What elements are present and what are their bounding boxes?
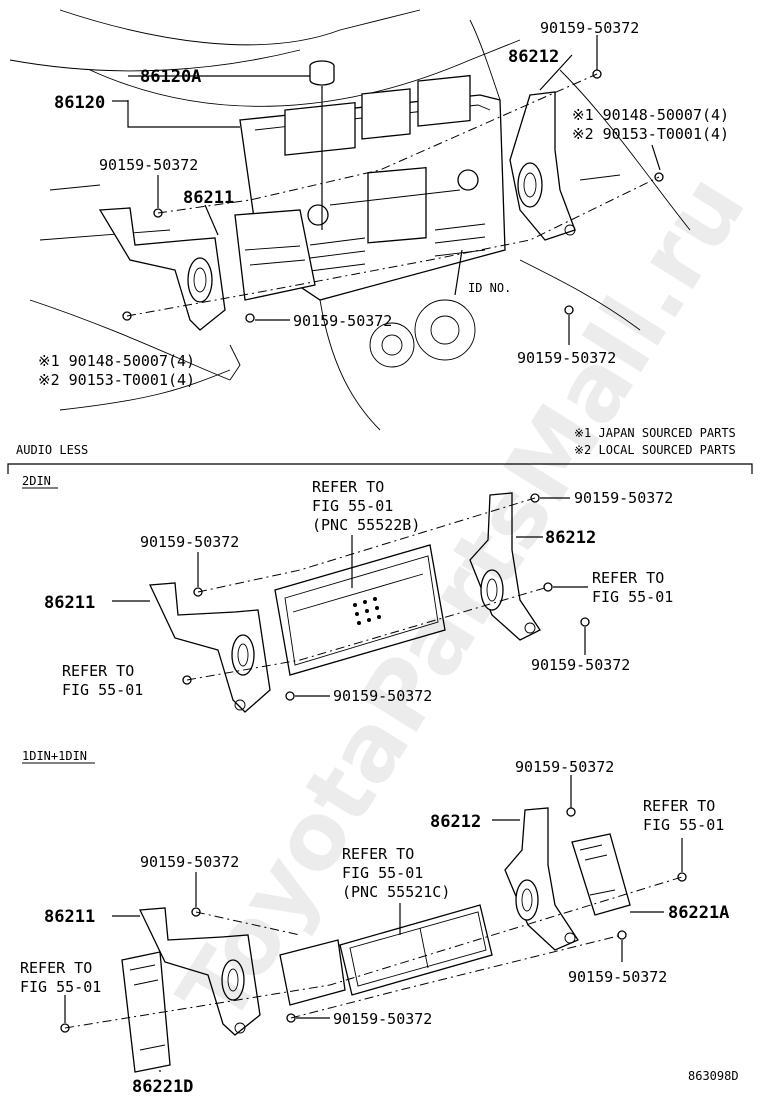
audio-panel-86120 — [239, 74, 506, 301]
label-refer-left-1-1din: REFER TO — [20, 959, 92, 977]
panel-dots — [353, 597, 381, 625]
label-screw-top-left-2din: 90159-50372 — [140, 533, 239, 551]
bracket-86211-2din — [149, 582, 271, 713]
label-note-right-1: ※1 90148-50007(4) — [572, 106, 729, 124]
unit-left-box — [234, 209, 316, 301]
label-bracket-86211-2din: 86211 — [44, 593, 95, 613]
dashboard-background — [9, 9, 691, 431]
label-screw-top-1din: 90159-50372 — [515, 758, 614, 776]
label-refer-center-2-1din: FIG 55-01 — [342, 864, 423, 882]
label-refer-right-2-1din: FIG 55-01 — [643, 816, 724, 834]
audio-less-frame — [7, 463, 753, 474]
section-title-2din: 2DIN — [22, 474, 51, 488]
labels-top: 86120 86120A 90159-50372 86211 90159-503… — [38, 19, 729, 389]
label-screw-right-2din: 90159-50372 — [531, 656, 630, 674]
labels-1din: 90159-50372 86212 REFER TO FIG 55-01 REF… — [20, 758, 729, 1097]
label-screw-top-left: 90159-50372 — [99, 156, 198, 174]
label-refer-right-2: FIG 55-01 — [592, 588, 673, 606]
section-title-1din: 1DIN+1DIN — [22, 749, 87, 763]
label-bracket-86212: 86212 — [508, 47, 559, 67]
panel-55522b — [274, 544, 446, 676]
label-screw-top-right: 90159-50372 — [540, 19, 639, 37]
part-86221d — [121, 951, 171, 1073]
leader-lines-top — [112, 35, 661, 381]
label-refer-center-3-1din: (PNC 55521C) — [342, 883, 450, 901]
label-screw-bottom-center: 90159-50372 — [293, 312, 392, 330]
label-part-86221d: 86221D — [132, 1077, 193, 1097]
label-refer-center-2: FIG 55-01 — [312, 497, 393, 515]
label-refer-right-1: REFER TO — [592, 569, 664, 587]
labels-2din: REFER TO FIG 55-01 (PNC 55522B) 90159-50… — [44, 478, 673, 705]
bracket-86211-top — [98, 207, 226, 331]
label-refer-center-1-1din: REFER TO — [342, 845, 414, 863]
bracket-86212-2din — [469, 492, 541, 641]
legend: ※1 JAPAN SOURCED PARTS ※2 LOCAL SOURCED … — [574, 426, 736, 457]
legend-note-2: ※2 LOCAL SOURCED PARTS — [574, 443, 736, 457]
knob-86120a — [309, 60, 335, 86]
leader-lines-2din — [112, 497, 588, 697]
screws-2din — [182, 493, 590, 701]
label-86120a: 86120A — [140, 67, 201, 87]
diagram-code: 863098D — [688, 1069, 739, 1083]
label-bracket-86212-2din: 86212 — [545, 528, 596, 548]
label-screw-bottom-right: 90159-50372 — [517, 349, 616, 367]
label-screw-left-1din: 90159-50372 — [140, 853, 239, 871]
label-note-left-2: ※2 90153-T0001(4) — [38, 371, 195, 389]
label-refer-left-2-1din: FIG 55-01 — [20, 978, 101, 996]
label-screw-top-right-2din: 90159-50372 — [574, 489, 673, 507]
bracket-86212-top — [509, 91, 576, 241]
part-86221a — [571, 833, 631, 916]
label-part-86221a: 86221A — [668, 903, 729, 923]
screws-1din — [60, 807, 687, 1033]
label-id-no: ID NO. — [468, 281, 511, 295]
spacer-box — [279, 939, 346, 1006]
label-bracket-86211-1din: 86211 — [44, 907, 95, 927]
label-bracket-86211: 86211 — [183, 188, 234, 208]
legend-note-1: ※1 JAPAN SOURCED PARTS — [574, 426, 736, 440]
label-note-right-2: ※2 90153-T0001(4) — [572, 125, 729, 143]
label-86120: 86120 — [54, 93, 105, 113]
panel-55521c — [339, 904, 493, 996]
label-refer-right-1-1din: REFER TO — [643, 797, 715, 815]
label-refer-center-1: REFER TO — [312, 478, 384, 496]
label-screw-bottom-2din: 90159-50372 — [333, 687, 432, 705]
bracket-86211-1din — [139, 907, 261, 1036]
bracket-86212-1din — [504, 807, 579, 951]
label-refer-center-3: (PNC 55522B) — [312, 516, 420, 534]
label-refer-left-1: REFER TO — [62, 662, 134, 680]
leader-lines-1din — [64, 775, 683, 1072]
section-title-audio-less: AUDIO LESS — [16, 443, 88, 457]
label-screw-right-1din: 90159-50372 — [568, 968, 667, 986]
label-note-left-1: ※1 90148-50007(4) — [38, 352, 195, 370]
label-screw-bottom-1din: 90159-50372 — [333, 1010, 432, 1028]
label-bracket-86212-1din: 86212 — [430, 812, 481, 832]
label-refer-left-2: FIG 55-01 — [62, 681, 143, 699]
